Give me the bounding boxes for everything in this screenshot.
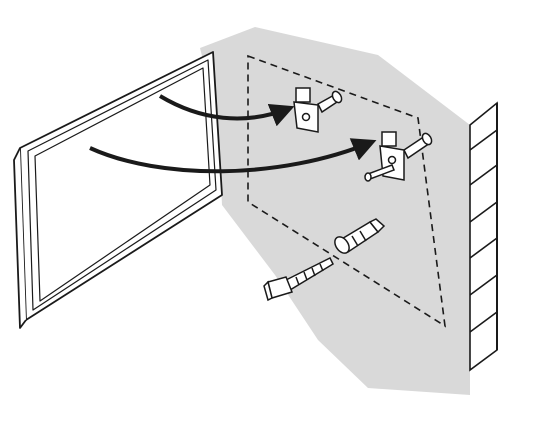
wall-screw: [263, 256, 334, 302]
upper-wall-bracket: [293, 87, 343, 133]
wall-anchor: [334, 218, 386, 254]
lower-mounting-arrow: [89, 138, 377, 174]
wall-shading: [200, 27, 470, 395]
flat-panel-frame: [13, 51, 223, 329]
upper-mounting-arrow: [158, 94, 295, 127]
dashed-outline: [247, 54, 447, 328]
lower-wall-bracket: [364, 131, 433, 182]
wall-edge-slats: [469, 101, 498, 372]
